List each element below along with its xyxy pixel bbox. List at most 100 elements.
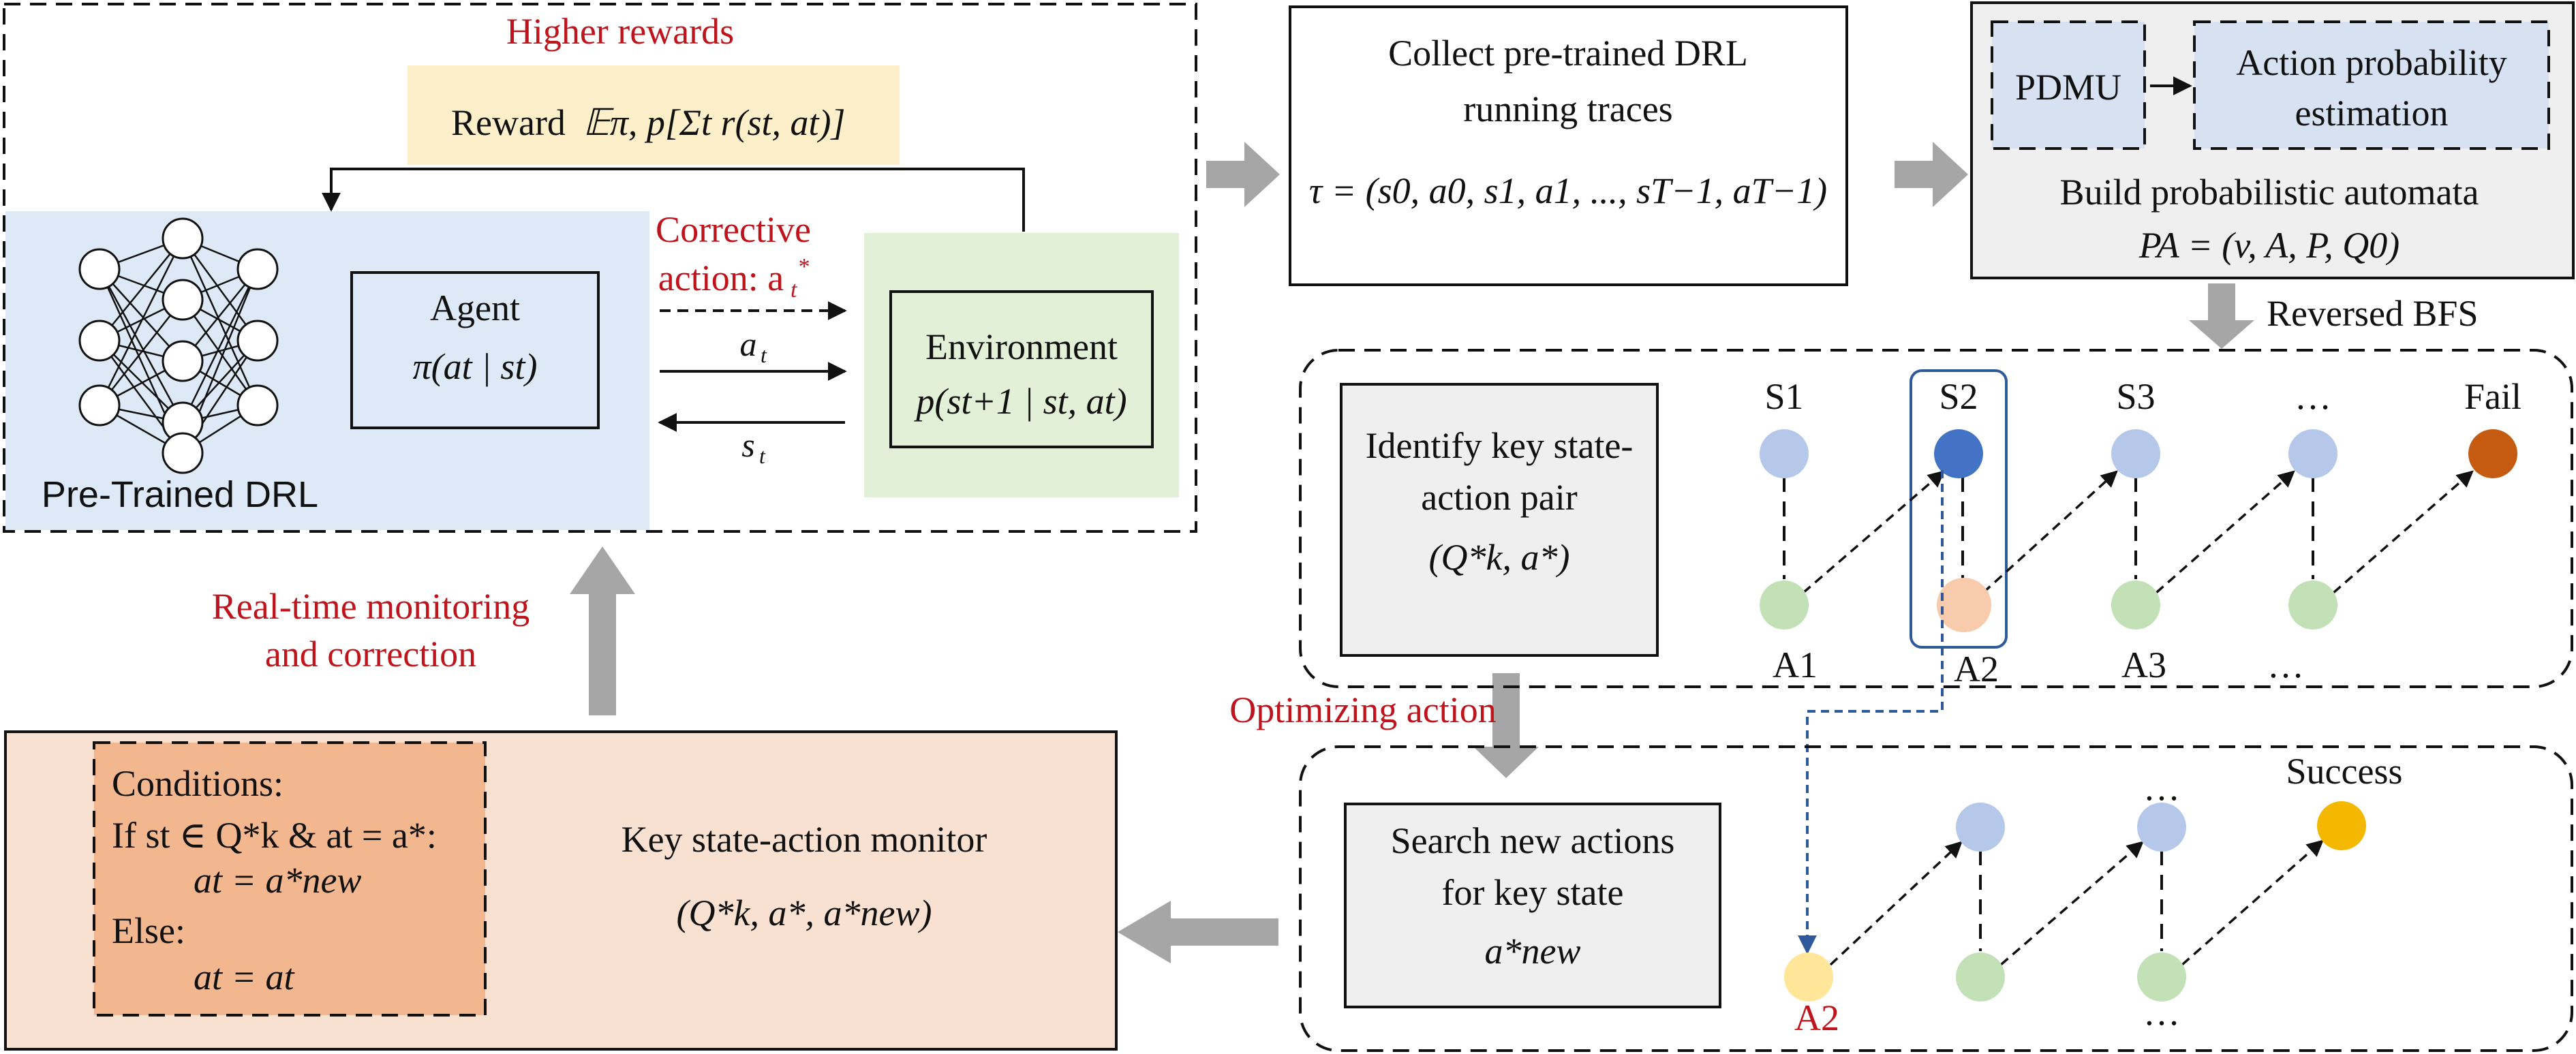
- state-label-s2: S2: [1939, 376, 1978, 417]
- collect-traces-line1: Collect pre-trained DRL: [1388, 33, 1748, 74]
- action-node-a1: [1760, 580, 1809, 630]
- pretrained-drl-label: Pre-Trained DRL: [42, 474, 318, 515]
- state-node-s1: [1760, 429, 1809, 478]
- new-path-links: [1979, 850, 2163, 951]
- agent-box: [350, 271, 600, 429]
- neural-network-icon: [78, 217, 279, 474]
- identify-expression: (Q*k, a*): [1429, 537, 1570, 578]
- reward-feedback-arrow: [322, 168, 1025, 232]
- action-label-a2: A2: [1954, 649, 1999, 689]
- flow-arrow-automata-to-identify: [2189, 283, 2254, 349]
- corrective-action-symbol: t *: [791, 254, 809, 305]
- monitor-title: Key state-action monitor: [622, 819, 987, 860]
- monitor-expression: (Q*k, a*, a*new): [677, 893, 932, 933]
- environment-dynamics: p(st+1 | st, at): [913, 381, 1126, 422]
- state-label-fail: Fail: [2464, 376, 2521, 417]
- state-action-links: [1783, 477, 2314, 579]
- action-probability-box: [2193, 20, 2550, 150]
- search-line1: Search new actions: [1391, 820, 1675, 861]
- identify-group: Identify key state- action pair (Q*k, a*…: [1299, 349, 2573, 955]
- conditions-title: Conditions:: [112, 763, 283, 804]
- conditions-if-line: If st ∈ Q*k & at = a*:: [112, 815, 437, 856]
- key-pair-highlight: [1910, 369, 2008, 649]
- pdmu-box: [1991, 20, 2146, 150]
- build-automata-line1: Build probabilistic automata: [2060, 172, 2479, 213]
- agent-policy: π(at | st): [413, 346, 538, 387]
- action-label: a: [740, 325, 757, 363]
- transition-arrows: [1802, 470, 2474, 594]
- build-automata-line2: PA = (v, A, P, Q0): [2138, 225, 2399, 266]
- environment-box: [889, 290, 1154, 448]
- conditions-box: [93, 741, 487, 1017]
- realtime-monitoring-line1: Real-time monitoring: [212, 586, 530, 627]
- success-top-ellipsis: …: [2143, 767, 2180, 808]
- flow-arrow-search-to-monitor: [1118, 901, 1278, 963]
- action-node-a2-key: [1937, 578, 1991, 632]
- optimizing-action-label: Optimizing action: [1229, 689, 1496, 730]
- action-node-ellipsis: [2288, 580, 2337, 630]
- new-state-node-1: [1956, 803, 2005, 852]
- flow-arrow-drl-to-collect: [1206, 142, 1280, 207]
- environment-area: [864, 233, 1179, 497]
- state-label-s3: S3: [2116, 376, 2155, 417]
- flow-arrow-identify-to-search: [1473, 673, 1539, 778]
- reversed-bfs-label: Reversed BFS: [2267, 293, 2479, 334]
- corrective-star-sup: *: [797, 254, 809, 279]
- flow-arrow-collect-to-automata: [1895, 142, 1968, 207]
- search-line2: for key state: [1442, 872, 1624, 913]
- new-action-node-a2: [1784, 952, 1833, 1002]
- realtime-monitoring-line2: and correction: [265, 634, 476, 675]
- state-node-fail: [2468, 429, 2517, 478]
- state-label-ellipsis: …: [2295, 376, 2331, 417]
- monitor-group: Conditions: If st ∈ Q*k & at = a*: at = …: [4, 730, 1118, 1051]
- automata-group: PDMU Action probability estimation Build…: [1970, 1, 2575, 279]
- corrective-action-label-1: Corrective: [656, 209, 811, 250]
- collect-traces-box: [1289, 5, 1848, 286]
- collect-traces-group: Collect pre-trained DRL running traces τ…: [1289, 5, 1848, 286]
- state-label: s: [741, 426, 754, 464]
- search-new-actions-box: [1344, 803, 1721, 1008]
- corrective-t-sub: t: [791, 277, 798, 303]
- reward-formula: Reward 𝔼π, p[Σt r(st, at)]: [451, 102, 846, 143]
- drl-loop-frame: [3, 3, 1197, 533]
- corrective-action-label-2: action: a: [658, 258, 784, 298]
- action-probability-line1: Action probability: [2236, 42, 2506, 83]
- search-group: Search new actions for key state a*new ……: [1299, 745, 2573, 1052]
- new-action-node-2: [1956, 952, 2005, 1002]
- success-node: [2317, 801, 2366, 850]
- new-state-node-2: [2137, 803, 2186, 852]
- action-label-ellipsis: …: [2267, 645, 2304, 685]
- conditions-assign-same: at = at: [194, 957, 295, 997]
- identify-key-pair-box: [1340, 383, 1659, 657]
- reward-expression: 𝔼π, p[Σt r(st, at)]: [583, 102, 845, 143]
- reward-prefix: Reward: [451, 102, 566, 143]
- environment-title: Environment: [925, 326, 1118, 367]
- higher-rewards-label: Higher rewards: [506, 11, 734, 52]
- drl-loop-group: Higher rewards Reward 𝔼π, p[Σt r(st, at)…: [3, 3, 1197, 533]
- pdmu-label: PDMU: [2015, 67, 2121, 108]
- identify-frame: [1299, 349, 2573, 688]
- flow-arrows: [570, 142, 2254, 963]
- new-action-label-a2: A2: [1794, 997, 1839, 1038]
- action-label-a3: A3: [2121, 645, 2166, 685]
- action-sub: t: [761, 343, 767, 367]
- search-frame: [1299, 745, 2573, 1052]
- agent-title: Agent: [430, 288, 520, 328]
- success-label: Success: [2286, 751, 2403, 792]
- state-node-s3: [2111, 429, 2160, 478]
- new-action-node-3: [2137, 952, 2186, 1002]
- key-state-to-new-action-link: [1798, 470, 1944, 955]
- search-expression: a*new: [1485, 931, 1581, 972]
- identify-line1: Identify key state-: [1366, 425, 1634, 466]
- state-node-ellipsis: [2288, 429, 2337, 478]
- identify-line2: action pair: [1421, 477, 1577, 518]
- state-label-s1: S1: [1764, 376, 1803, 417]
- flow-arrow-monitor-to-drl: [570, 546, 635, 715]
- new-path-transitions: [1829, 839, 2324, 966]
- state-sub: t: [759, 444, 766, 468]
- conditions-assign-new: at = a*new: [194, 860, 361, 901]
- action-probability-line2: estimation: [2295, 93, 2449, 134]
- new-action-label-ellipsis: …: [2143, 992, 2180, 1033]
